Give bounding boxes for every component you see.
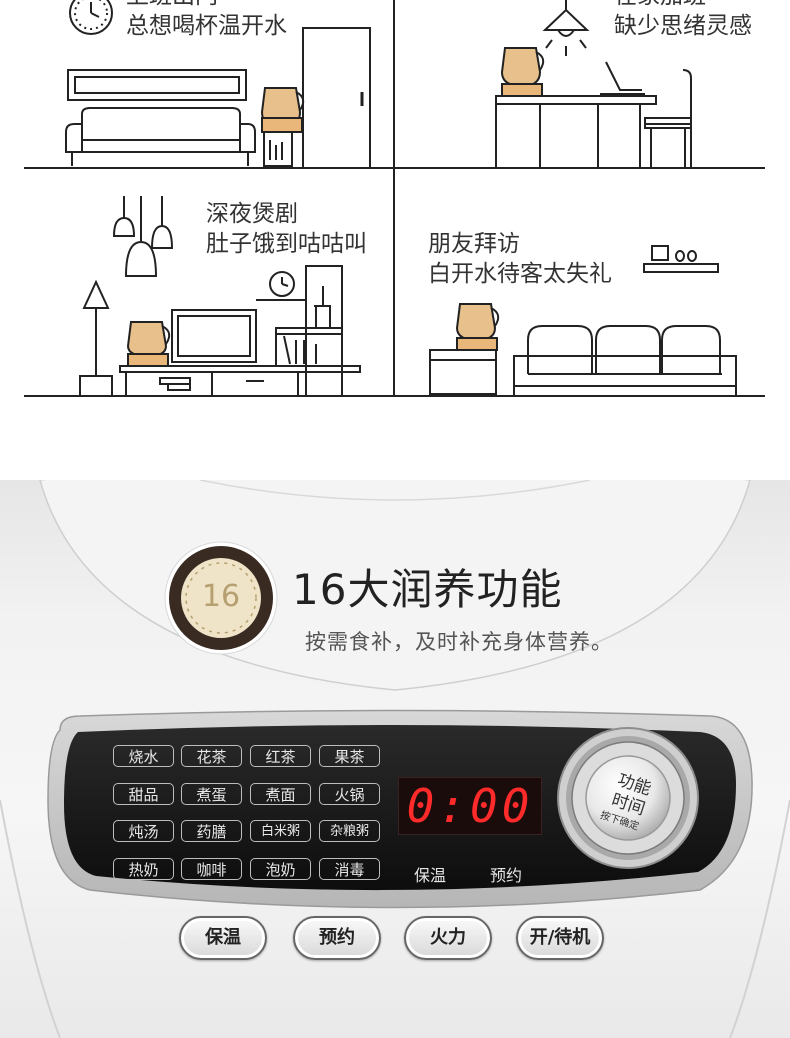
function-button[interactable]: 甜品 (113, 783, 174, 805)
schedule-button[interactable]: 预约 (293, 916, 381, 960)
feature-subtitle: 按需食补，及时补充身体营养。 (305, 630, 613, 654)
scene-3-line1: 深夜煲剧 (206, 201, 298, 227)
kettle-icon (126, 321, 171, 367)
function-button[interactable]: 火锅 (319, 783, 380, 805)
badge-number: 16 (201, 579, 241, 614)
scene-1-line2: 总想喝杯温开水 (126, 13, 287, 39)
schedule-indicator: 预约 (490, 866, 523, 885)
function-button[interactable]: 白米粥 (250, 820, 311, 842)
function-button[interactable]: 消毒 (319, 858, 380, 880)
scene-4-line2: 白开水待客太失礼 (428, 261, 612, 287)
keep-warm-indicator: 保温 (414, 866, 447, 885)
kettle-icon (500, 47, 545, 97)
function-button[interactable]: 烧水 (113, 745, 174, 767)
scene-4-line1: 朋友拜访 (428, 231, 520, 257)
display-digits: 0:00 (406, 779, 534, 833)
time-display: 0:00 (398, 777, 542, 835)
function-button[interactable]: 杂粮粥 (319, 820, 380, 842)
scene-2-line2: 缺少思绪灵感 (614, 13, 752, 39)
scene-2-line1: 在家加班 (614, 0, 706, 11)
on-standby-button[interactable]: 开/待机 (516, 916, 604, 960)
feature-title: 16大润养功能 (292, 565, 563, 614)
clock-icon (69, 0, 113, 35)
scene-3-line2: 肚子饿到咕咕叫 (206, 231, 367, 257)
function-knob[interactable]: 功能 时间 按下确定 (586, 756, 670, 840)
function-button[interactable]: 煮蛋 (181, 783, 242, 805)
function-button[interactable]: 热奶 (113, 858, 174, 880)
power-level-button[interactable]: 火力 (404, 916, 492, 960)
function-button[interactable]: 煮面 (250, 783, 311, 805)
kettle-icon (260, 87, 305, 133)
function-button[interactable]: 药膳 (181, 820, 242, 842)
function-button[interactable]: 炖汤 (113, 820, 174, 842)
wall-clock-icon (269, 271, 295, 297)
function-button[interactable]: 咖啡 (181, 858, 242, 880)
lamp-icon (542, 0, 590, 56)
keep-warm-button[interactable]: 保温 (179, 916, 267, 960)
function-button[interactable]: 红茶 (250, 745, 311, 767)
usage-scenes-section: 上班出门 总想喝杯温开水 在家加班 缺少思绪灵感 深夜煲剧 肚子饿到咕咕叫 朋友… (0, 0, 790, 480)
function-button[interactable]: 花茶 (181, 745, 242, 767)
kettle-icon (455, 303, 500, 351)
scene-line-art (24, 0, 765, 397)
function-button[interactable]: 果茶 (319, 745, 380, 767)
scene-1-line1: 上班出门 (126, 0, 218, 11)
function-button[interactable]: 泡奶 (250, 858, 311, 880)
